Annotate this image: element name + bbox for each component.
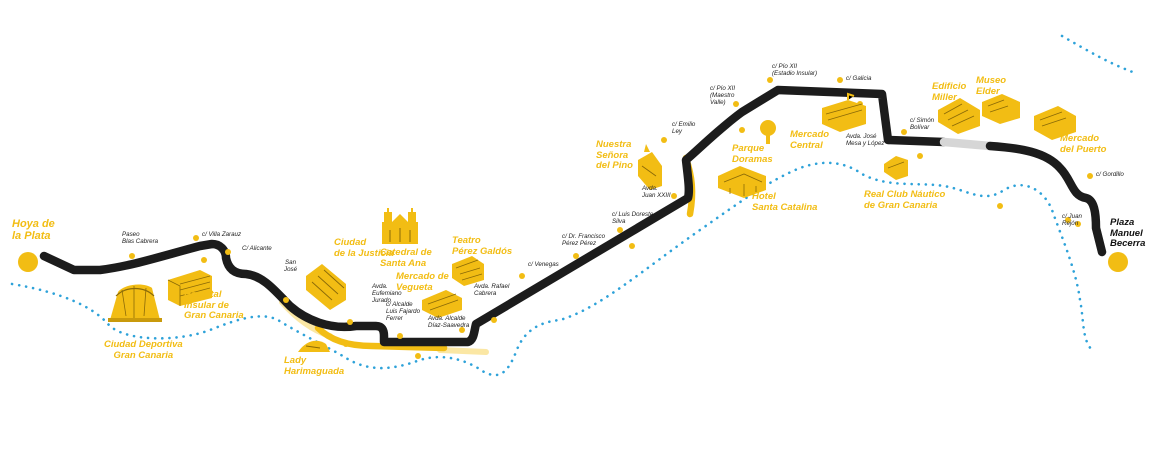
landmark-label: Mercado de Vegueta xyxy=(396,271,449,293)
route-branch-pale-2 xyxy=(437,347,489,355)
hotel-santa-catalina-illustration xyxy=(718,166,766,198)
terminal-end-label: Plaza Manuel Becerra xyxy=(1110,217,1146,250)
stop-dot xyxy=(491,317,497,323)
stop-label: Avda. Juan XXIII xyxy=(642,185,671,199)
stop-label: c/ Venegas xyxy=(528,261,559,268)
mercado-central-illustration xyxy=(822,92,866,132)
stop-dot xyxy=(1065,217,1071,223)
real-club-nautico-illustration xyxy=(884,156,908,180)
stop-label: c/ Gordillo xyxy=(1096,171,1124,178)
stop-dot xyxy=(767,77,773,83)
edificio-miller-illustration xyxy=(938,98,980,134)
catedral-illustration xyxy=(382,208,418,244)
stop-dot xyxy=(1087,173,1093,179)
landmark-label: Museo Elder xyxy=(976,75,1007,97)
stop-dot xyxy=(225,249,231,255)
stop-label: C/ Alicante xyxy=(242,245,272,252)
stop-dot xyxy=(519,273,525,279)
stop-label: Avda. José Mesa y López xyxy=(846,133,885,147)
coastline-path-ne xyxy=(1060,34,1140,76)
coastline xyxy=(10,34,1140,377)
landmark-label: Lady Harimaguada xyxy=(284,355,345,377)
coastline-path xyxy=(10,161,1094,377)
route-main-line-east xyxy=(985,141,1107,257)
stop-label: c/ Galicia xyxy=(846,75,872,82)
stop-label: Avda. Eufemiano Jurado xyxy=(372,283,402,304)
landmark-label: Real Club Náutico de Gran Canaria xyxy=(864,189,946,211)
stop-dot xyxy=(343,341,349,347)
parque-doramas-illustration xyxy=(760,120,776,144)
landmark-label: Hotel Santa Catalina xyxy=(752,191,818,213)
stop-label: Paseo Blas Cabrera xyxy=(122,231,159,245)
route-main-line xyxy=(39,85,949,347)
stop-dot xyxy=(733,101,739,107)
stop-dots xyxy=(129,77,1093,359)
stop-dot xyxy=(193,235,199,241)
lady-harimaguada-illustration xyxy=(298,340,330,352)
stop-label: c/ Pío XII (Maestro Valle) xyxy=(710,85,736,106)
stop-dot xyxy=(617,227,623,233)
stop-dot xyxy=(201,257,207,263)
stop-dot xyxy=(283,297,289,303)
stop-label: c/ Simón Bolívar xyxy=(910,117,935,131)
terminal-end-marker xyxy=(1108,252,1128,272)
ciudad-deportiva-illustration xyxy=(108,284,162,322)
stop-dot xyxy=(573,253,579,259)
stop-label: c/ Luis Doreste Silva xyxy=(612,211,654,225)
nuestra-senora-pino-illustration xyxy=(638,144,662,190)
mercado-puerto-illustration xyxy=(1034,106,1076,140)
museo-elder-illustration xyxy=(982,94,1020,124)
landmark-label: Ciudad Deportiva Gran Canaria xyxy=(104,339,183,361)
stop-label: c/ Villa Zarauz xyxy=(202,231,242,238)
stop-dot xyxy=(459,327,465,333)
stop-label: Avda. Alcalde Díaz-Saavedra xyxy=(428,315,470,329)
landmark-label: Mercado Central xyxy=(790,129,830,151)
landmark-label: Mercado del Puerto xyxy=(1060,133,1107,155)
stop-dot xyxy=(629,243,635,249)
landmark-label: Edificio Miller xyxy=(932,81,967,103)
stop-label: c/ Emilio Ley xyxy=(672,121,696,135)
landmark-label: Nuestra Señora del Pino xyxy=(596,139,633,172)
stop-label: San José xyxy=(284,259,298,273)
landmark-label: Parque Doramas xyxy=(732,143,773,165)
stop-label: c/ Juan Rejón xyxy=(1062,213,1082,227)
stop-dot xyxy=(1075,221,1081,227)
hospital-insular-illustration xyxy=(167,270,212,306)
stop-dot xyxy=(671,193,677,199)
stop-label: c/ Alcalde Luis Fajardo Ferrer xyxy=(386,301,421,322)
landmark-label: Hospital Insular de Gran Canaria xyxy=(184,289,244,322)
landmark-label: Teatro Pérez Galdós xyxy=(452,235,513,257)
stop-dot xyxy=(901,129,907,135)
stop-label: c/ Pío XII (Estadio Insular) xyxy=(772,63,818,77)
stop-dot xyxy=(837,77,843,83)
stop-dot xyxy=(129,253,135,259)
terminal-start-marker xyxy=(18,252,38,272)
stop-dot xyxy=(917,153,923,159)
route-segment-grey xyxy=(939,137,995,151)
terminal-start-label: Hoya de la Plata xyxy=(12,218,55,243)
stop-label: Avda. Rafael Cabrera xyxy=(474,283,510,297)
landmark-label: Ciudad de la Justicia xyxy=(334,237,394,259)
stop-dot xyxy=(397,333,403,339)
landmark-label: Catedral de Santa Ana xyxy=(380,247,432,269)
stop-label: c/ Dr. Francisco Pérez Pérez xyxy=(562,233,606,247)
stop-dot xyxy=(415,353,421,359)
stop-dot xyxy=(347,319,353,325)
ciudad-justicia-illustration xyxy=(306,264,346,310)
stop-dot xyxy=(661,137,667,143)
stop-dot xyxy=(997,203,1003,209)
teatro-illustration xyxy=(452,256,484,286)
stop-dot xyxy=(739,127,745,133)
mercado-vegueta-illustration xyxy=(422,290,462,318)
